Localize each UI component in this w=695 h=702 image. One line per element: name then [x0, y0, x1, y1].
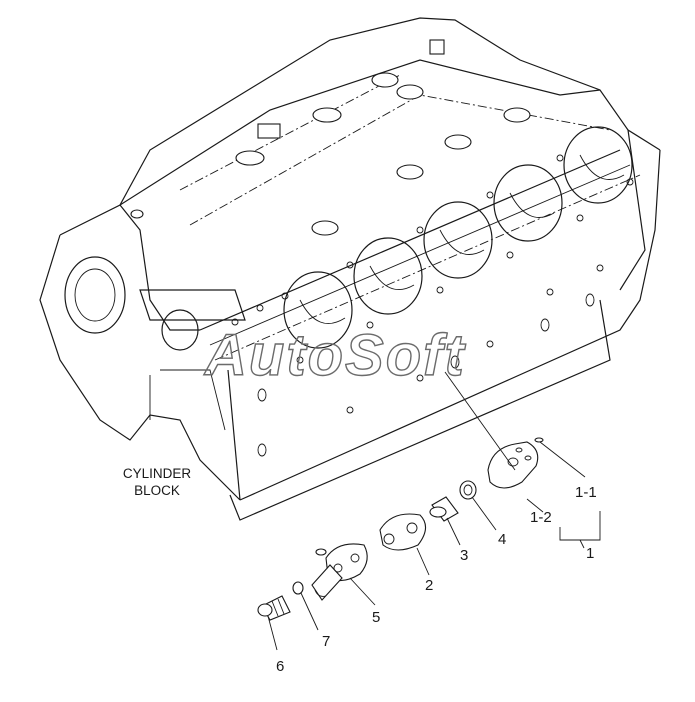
part-4-washer: [459, 480, 477, 500]
leader-lines: [267, 371, 601, 651]
callout-1: 1: [586, 545, 594, 562]
part-5-flange-pipe: [311, 543, 368, 601]
cylinder-block-drawing: [39, 17, 661, 521]
callout-1-1: 1-1: [575, 484, 597, 501]
part-6-plug-screw: [257, 595, 291, 621]
exploded-parts: [257, 437, 544, 621]
callout-5: 5: [372, 609, 380, 626]
part-7-washer: [292, 581, 304, 595]
caption-block: BLOCK: [134, 483, 180, 498]
part-1-nozzle-assembly: [487, 437, 544, 489]
callout-7: 7: [322, 633, 330, 650]
caption-cylinder: CYLINDER: [123, 466, 192, 481]
callout-3: 3: [460, 547, 468, 564]
part-2-gasket: [379, 513, 427, 551]
callout-6: 6: [276, 658, 284, 675]
callout-1-2: 1-2: [530, 509, 552, 526]
part-3-bolt: [429, 496, 459, 522]
callout-4: 4: [498, 531, 506, 548]
callout-2: 2: [425, 577, 433, 594]
watermark-text: AutoSoft: [203, 323, 466, 388]
